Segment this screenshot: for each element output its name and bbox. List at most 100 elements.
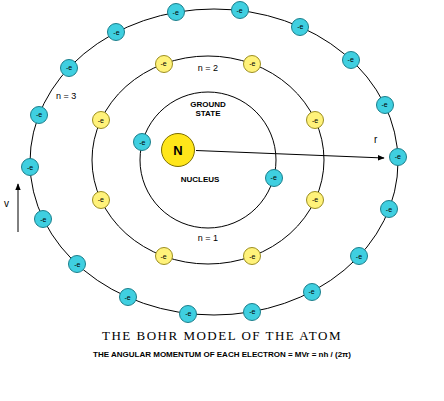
- electron-n3: -e: [380, 200, 398, 218]
- electron-n3: -e: [119, 288, 137, 306]
- orbit-n3: [30, 9, 398, 315]
- electron-n3: -e: [30, 106, 48, 124]
- circle-shape: [389, 148, 406, 165]
- orbit-label: n = 2: [198, 64, 218, 74]
- circle-shape: [376, 96, 393, 113]
- circle-shape: [155, 248, 172, 265]
- velocity-label: v: [4, 198, 9, 209]
- electron-n1: -e: [265, 169, 283, 187]
- electron-charge: -e: [40, 216, 46, 223]
- circle-shape: [108, 24, 125, 41]
- electron-charge: -e: [173, 9, 179, 16]
- circle-shape: [244, 303, 261, 320]
- circle-shape: [155, 55, 172, 72]
- electron-charge: -e: [124, 294, 130, 301]
- electron-n2: -e: [92, 111, 110, 129]
- electron-charge: -e: [36, 111, 42, 118]
- circle-shape: [380, 201, 397, 218]
- electron-n3: -e: [291, 18, 309, 36]
- electron-n2: -e: [243, 247, 261, 265]
- circle-shape: [244, 248, 261, 265]
- electron-charge: -e: [249, 253, 255, 260]
- electron-n2: -e: [92, 191, 110, 209]
- orbit-label: n = 1: [198, 234, 218, 244]
- electron-n3: -e: [167, 3, 185, 21]
- circle-shape: [231, 2, 248, 19]
- electron-charge: -e: [308, 288, 314, 295]
- electron-charge: -e: [74, 261, 80, 268]
- electron-charge: -e: [98, 117, 104, 124]
- electron-n3: -e: [231, 1, 249, 19]
- electron-charge: -e: [249, 60, 255, 67]
- circle-shape: [35, 211, 52, 228]
- electron-charge: -e: [236, 7, 242, 14]
- circle-shape: [31, 106, 48, 123]
- electron-charge: -e: [395, 153, 401, 160]
- circle-shape: [22, 159, 39, 176]
- nucleus-symbol: N: [173, 144, 182, 157]
- diagram-caption: THE ANGULAR MOMENTUM OF EACH ELECTRON = …: [0, 350, 444, 359]
- electron-charge: -e: [348, 56, 354, 63]
- electron-n1: -e: [133, 133, 151, 151]
- electron-n2: -e: [155, 247, 173, 265]
- nucleus-circle: N: [161, 133, 195, 167]
- electron-charge: -e: [98, 196, 104, 203]
- electron-n3: -e: [303, 283, 321, 301]
- circle-shape: [134, 134, 151, 151]
- circle-shape: [92, 112, 109, 129]
- circle-shape: [292, 18, 309, 35]
- circle-shape: [167, 4, 184, 21]
- electron-charge: -e: [27, 164, 33, 171]
- circle-shape: [265, 169, 282, 186]
- circle-shape: [162, 134, 195, 167]
- electron-n3: -e: [376, 96, 394, 114]
- electron-charge: -e: [66, 64, 72, 71]
- circle-shape: [303, 283, 320, 300]
- electron-charge: -e: [312, 117, 318, 124]
- orbit-n1: [140, 92, 276, 228]
- electron-n2: -e: [155, 55, 173, 73]
- circle-shape: [307, 191, 324, 208]
- electron-charge: -e: [249, 308, 255, 315]
- electron-charge: -e: [139, 139, 145, 146]
- circle-shape: [61, 59, 78, 76]
- electron-n3: -e: [243, 303, 261, 321]
- velocity-arrow: [18, 184, 19, 232]
- circle-shape: [342, 51, 359, 68]
- electron-n3: -e: [389, 148, 407, 166]
- electron-charge: -e: [160, 60, 166, 67]
- electron-charge: -e: [381, 101, 387, 108]
- electron-charge: -e: [185, 310, 191, 317]
- orbit-n2: [92, 56, 324, 264]
- electron-charge: -e: [271, 174, 277, 181]
- nucleus-label: NUCLEUS: [181, 176, 220, 185]
- electron-charge: -e: [386, 206, 392, 213]
- electron-charge: -e: [113, 29, 119, 36]
- electron-charge: -e: [312, 196, 318, 203]
- electron-n2: -e: [306, 191, 324, 209]
- radius-arrow: [196, 151, 384, 159]
- electron-n3: -e: [179, 305, 197, 323]
- circle-shape: [92, 191, 109, 208]
- ground-state-label: GROUND STATE: [183, 101, 233, 119]
- electron-n3: -e: [342, 51, 360, 69]
- radius-label: r: [374, 134, 377, 145]
- electron-n3: -e: [34, 210, 52, 228]
- circle-shape: [244, 55, 261, 72]
- diagram-title: THE BOHR MODEL OF THE ATOM: [0, 328, 444, 344]
- circle-shape: [307, 112, 324, 129]
- circle-shape: [350, 248, 367, 265]
- electron-n2: -e: [243, 55, 261, 73]
- electron-charge: -e: [160, 253, 166, 260]
- electron-n3: -e: [107, 23, 125, 41]
- electron-charge: -e: [297, 23, 303, 30]
- electron-n2: -e: [306, 111, 324, 129]
- circle-shape: [180, 305, 197, 322]
- electron-n3: -e: [60, 59, 78, 77]
- orbit-label: n = 3: [56, 92, 76, 102]
- electron-n3: -e: [21, 158, 39, 176]
- electron-n3: -e: [350, 247, 368, 265]
- circle-shape: [119, 289, 136, 306]
- electron-charge: -e: [356, 253, 362, 260]
